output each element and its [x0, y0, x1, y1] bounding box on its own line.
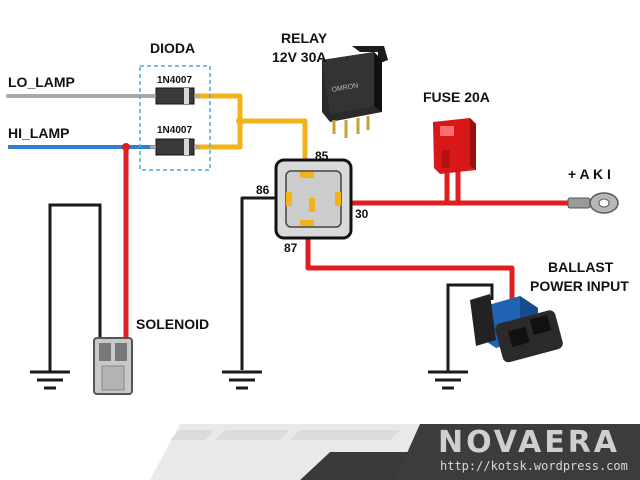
solenoid-label: SOLENOID: [136, 316, 209, 332]
ring-terminal-icon: [567, 192, 619, 214]
lo-lamp-label: LO_LAMP: [8, 74, 75, 90]
relay-title-line1: RELAY: [281, 30, 328, 46]
pin-label-30: 30: [355, 207, 369, 221]
ballast-label-line2: POWER INPUT: [530, 278, 629, 294]
relay-icon: [322, 46, 388, 138]
relay-brand: OMRON: [331, 82, 359, 94]
diode-2-label: 1N4007: [157, 125, 192, 136]
junction-red: [122, 143, 130, 151]
pin-label-85: 85: [315, 149, 329, 163]
relay-title-line2: 12V 30A: [272, 49, 326, 65]
fuse-label: FUSE 20A: [423, 89, 490, 105]
relay-pin-86: [286, 192, 292, 206]
wire-red: [123, 147, 570, 345]
relay-pin-30: [335, 192, 341, 206]
solenoid-connector-icon: [93, 337, 133, 395]
relay-socket: [274, 158, 353, 240]
diode-1-label: 1N4007: [157, 75, 192, 86]
dioda-label: DIODA: [150, 40, 195, 56]
ground-symbol-2: [222, 370, 262, 390]
ground-symbol-1: [30, 370, 70, 390]
aki-label: + A K I: [568, 166, 611, 182]
junction-yellow: [236, 117, 244, 125]
hi-lamp-label: HI_LAMP: [8, 125, 69, 141]
fuse-icon: [433, 118, 476, 174]
relay-pin-85: [300, 172, 314, 178]
relay-pin-87: [300, 220, 314, 226]
ground-symbol-3: [428, 370, 468, 390]
diode-enclosure: [139, 65, 211, 171]
relay-pin-87a: [309, 198, 315, 212]
footer-band: [150, 424, 640, 480]
diode-2: [150, 138, 200, 156]
ballast-connector-icon: [470, 294, 563, 363]
diode-1: [150, 87, 200, 105]
pin-label-86: 86: [256, 183, 270, 197]
footer-url[interactable]: http://kotsk.wordpress.com: [440, 459, 628, 473]
ground-wires: [48, 203, 494, 372]
ballast-label-line1: BALLAST: [548, 259, 614, 275]
footer-brand: NOVAERA: [438, 425, 620, 460]
pin-label-87: 87: [284, 241, 298, 255]
